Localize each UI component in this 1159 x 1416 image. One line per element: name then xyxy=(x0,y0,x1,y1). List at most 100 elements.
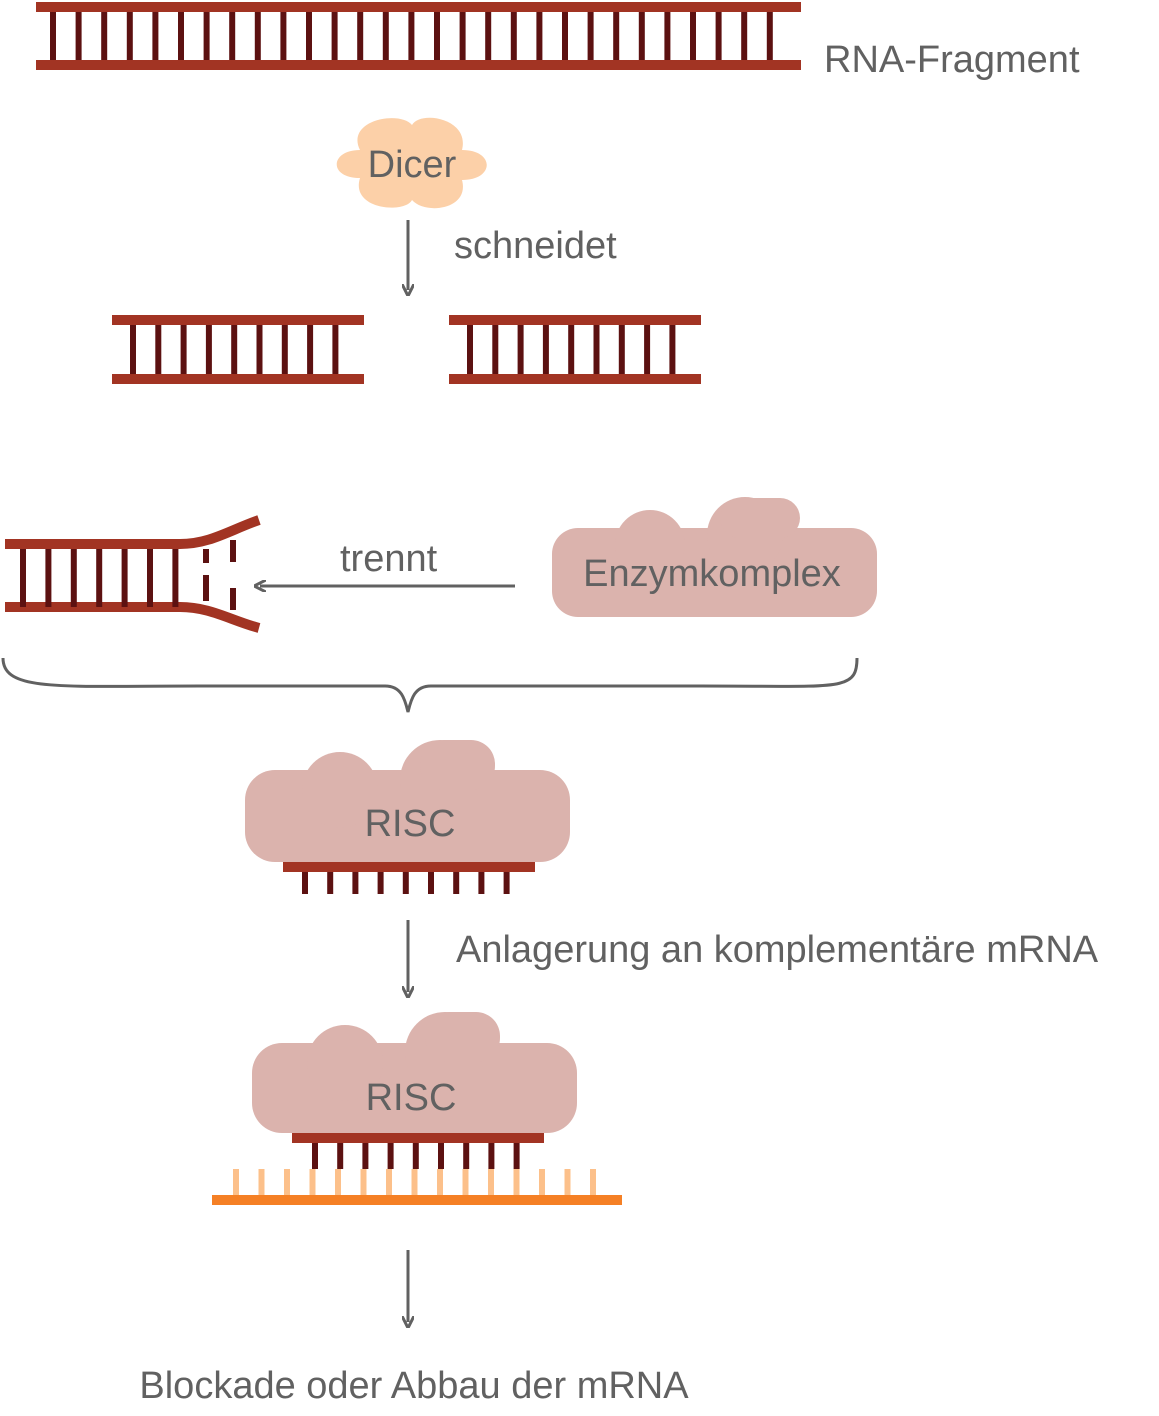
mrna-base-rung xyxy=(488,1169,494,1195)
base-pair-rung xyxy=(332,325,339,374)
mrna-base-rung xyxy=(437,1169,443,1195)
binding-label: Anlagerung an komplementäre mRNA xyxy=(456,929,1099,971)
risc-label-2: RISC xyxy=(366,1077,457,1119)
guide-base-rung xyxy=(302,872,308,894)
guide-base-rung xyxy=(387,1143,394,1169)
cut-label: schneidet xyxy=(454,225,617,267)
base-pair-rung xyxy=(644,325,651,374)
base-pair-rung xyxy=(147,549,153,607)
base-pair-rung xyxy=(307,325,314,374)
mrna-base-rung xyxy=(564,1169,571,1195)
guide-base-rung xyxy=(327,872,334,894)
sirna-fragment-left xyxy=(112,315,364,384)
base-pair-rung xyxy=(306,12,312,60)
rna-fragment-ladder xyxy=(36,2,801,70)
mrna-base-rung xyxy=(590,1169,596,1195)
base-pair-rung xyxy=(281,325,288,374)
base-pair-rung xyxy=(75,12,82,60)
base-pair-rung xyxy=(593,325,600,374)
enzyme-complex-cloud xyxy=(552,497,877,617)
base-pair-rung xyxy=(130,325,136,374)
risc-complex-1 xyxy=(245,740,570,862)
guide-base-rung xyxy=(362,1143,369,1169)
base-pair-rung xyxy=(357,12,364,60)
base-pair-rung xyxy=(766,12,773,60)
base-pair-rung xyxy=(542,325,549,374)
mrna-base-rung xyxy=(258,1169,265,1195)
base-pair-rung xyxy=(126,12,133,60)
base-pair-rung xyxy=(280,12,287,60)
mrna-base-rung xyxy=(462,1169,469,1195)
base-pair-rung xyxy=(638,12,645,60)
mrna-base-rung xyxy=(335,1169,341,1195)
risc-guide-strand-2 xyxy=(292,1133,544,1169)
base-pair-rung xyxy=(741,12,748,60)
guide-base-rung xyxy=(463,1143,470,1169)
base-pair-rung xyxy=(101,12,108,60)
base-pair-rung xyxy=(492,325,499,374)
risc-label-1: RISC xyxy=(365,803,456,845)
base-pair-rung xyxy=(408,12,415,60)
mrna-base-rung xyxy=(539,1169,545,1195)
base-pair-rung xyxy=(459,12,466,60)
base-pair-rung xyxy=(180,325,187,374)
mrna-base-rung xyxy=(513,1169,520,1195)
base-pair-rung xyxy=(510,12,517,60)
mrna-base-rung xyxy=(360,1169,367,1195)
base-pair-rung xyxy=(203,12,210,60)
base-pair-rung xyxy=(50,12,56,60)
guide-base-rung xyxy=(352,872,359,894)
base-pair-rung xyxy=(664,12,671,60)
separate-label: trennt xyxy=(340,538,438,580)
base-pair-rung xyxy=(690,12,696,60)
base-pair-rung xyxy=(669,325,676,374)
sirna-fragment-right xyxy=(449,315,701,384)
mrna-base-rung xyxy=(233,1169,239,1195)
mrna-base-rung xyxy=(309,1169,316,1195)
risc-complex-2 xyxy=(252,1012,577,1133)
enzyme-complex-label: Enzymkomplex xyxy=(583,553,841,595)
base-pair-rung xyxy=(152,12,159,60)
base-pair-rung xyxy=(231,325,238,374)
guide-base-rung xyxy=(377,872,384,894)
base-pair-rung xyxy=(45,549,52,607)
base-pair-rung xyxy=(172,549,179,607)
base-pair-rung xyxy=(20,549,26,607)
base-pair-rung xyxy=(618,325,625,374)
target-mrna xyxy=(212,1169,622,1205)
guide-base-rung xyxy=(312,1143,318,1169)
base-pair-rung xyxy=(467,325,473,374)
guide-base-rung xyxy=(453,872,460,894)
base-pair-rung xyxy=(331,12,338,60)
mrna-base-rung xyxy=(284,1169,290,1195)
base-pair-rung xyxy=(382,12,389,60)
base-pair-rung xyxy=(536,12,543,60)
base-pair-rung xyxy=(562,12,568,60)
mrna-base-rung xyxy=(411,1169,418,1195)
guide-base-rung xyxy=(337,1143,344,1169)
guide-base-rung xyxy=(428,872,434,894)
guide-base-rung xyxy=(412,1143,419,1169)
base-pair-rung xyxy=(229,12,236,60)
base-pair-rung xyxy=(517,325,524,374)
base-pair-rung xyxy=(256,325,263,374)
result-label: Blockade oder Abbau der mRNA xyxy=(139,1365,689,1407)
guide-base-rung xyxy=(503,872,510,894)
base-pair-rung xyxy=(96,549,103,607)
base-pair-rung xyxy=(254,12,261,60)
guide-base-rung xyxy=(438,1143,444,1169)
separating-strands xyxy=(5,515,261,633)
grouping-brace xyxy=(1,657,859,713)
base-pair-rung xyxy=(715,12,722,60)
guide-base-rung xyxy=(513,1143,520,1169)
base-pair-rung xyxy=(178,12,184,60)
base-pair-rung xyxy=(70,549,77,607)
base-pair-rung xyxy=(205,325,212,374)
dicer-cloud xyxy=(336,117,487,209)
risc-guide-strand-1 xyxy=(283,862,535,894)
rna-fragment-label: RNA-Fragment xyxy=(824,39,1080,81)
base-pair-rung xyxy=(485,12,492,60)
base-pair-rung xyxy=(613,12,620,60)
guide-base-rung xyxy=(488,1143,495,1169)
